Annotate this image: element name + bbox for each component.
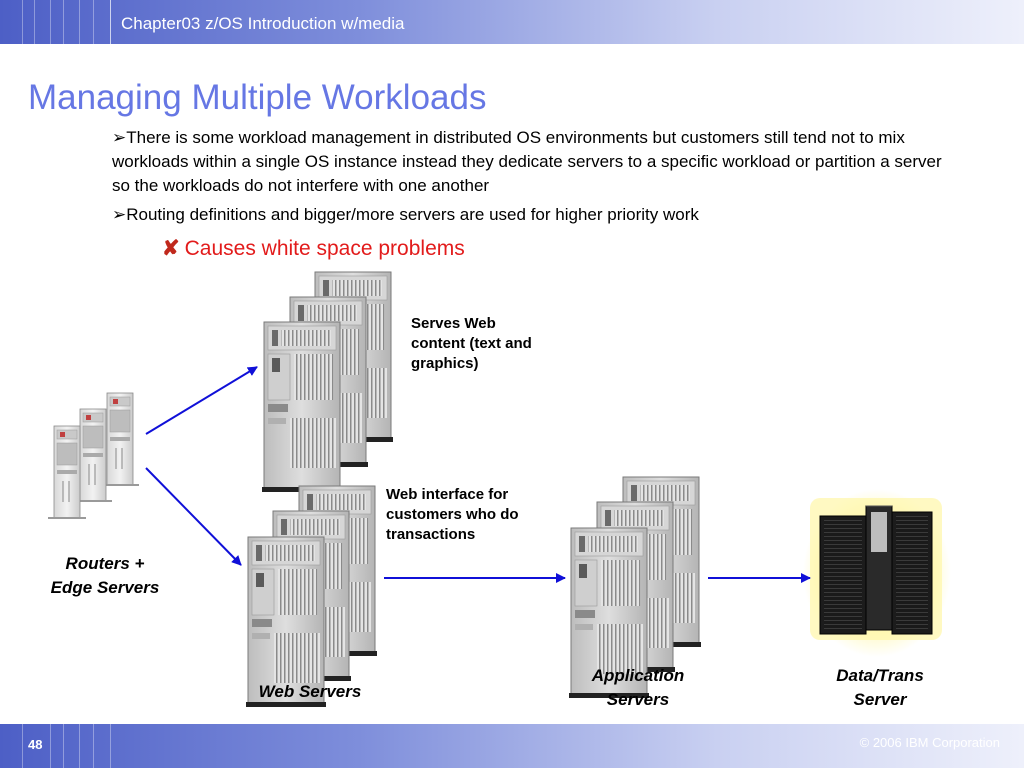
web-server-stack [245, 485, 378, 708]
arrow-to-content-servers [145, 366, 258, 435]
data-trans-server-mainframe [803, 489, 951, 657]
bullet-routing-definitions: ➢Routing definitions and bigger/more ser… [112, 205, 699, 224]
label-data-line2: Server [853, 690, 907, 709]
sub-bullet-white-space: ✘Causes white space problems [162, 236, 465, 261]
chapter-title: Chapter03 z/OS Introduction w/media [121, 14, 405, 33]
label-data-line1: Data/Trans [836, 666, 924, 685]
bullet-workload-management: ➢There is some workload management in di… [112, 128, 942, 195]
label-application-line2: Servers [606, 690, 670, 709]
router-edge-server-group [47, 392, 140, 519]
page-number: 48 [28, 737, 43, 752]
label-routers-line2: Edge Servers [50, 578, 160, 597]
content-server-stack [261, 271, 394, 493]
slide-title: Managing Multiple Workloads [28, 78, 487, 117]
label-data-trans-server: Data/Trans Server [800, 664, 960, 712]
footer-bar: 48 © 2006 IBM Corporation [0, 724, 1024, 768]
copyright-text: © 2006 IBM Corporation [859, 735, 1000, 750]
note-serves-web-content: Serves Web content (text and graphics) [411, 315, 532, 372]
sub-bullet-text: Causes white space problems [184, 237, 465, 260]
arrow-to-web-servers [145, 467, 242, 566]
label-routers-line1: Routers + [65, 554, 145, 573]
label-application-servers: Application Servers [558, 664, 718, 712]
note-web-interface: Web interface for customers who do trans… [386, 486, 519, 543]
x-mark-icon: ✘ [162, 237, 180, 260]
label-application-line1: Application [591, 666, 685, 685]
label-routers-edge-servers: Routers + Edge Servers [20, 552, 190, 600]
label-web-servers: Web Servers [258, 682, 362, 701]
header-bar: Chapter03 z/OS Introduction w/media [0, 0, 1024, 44]
